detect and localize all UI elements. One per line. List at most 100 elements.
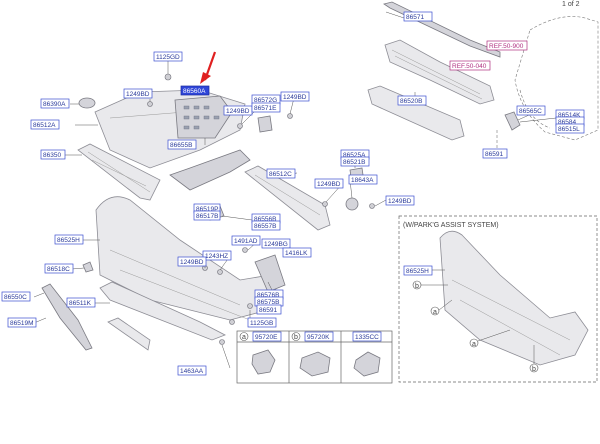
svg-text:86517B: 86517B: [196, 213, 218, 220]
svg-text:86565C: 86565C: [519, 108, 542, 115]
label-86519M[interactable]: 86519M: [7, 317, 37, 328]
label-1249BD-d[interactable]: 1249BD: [314, 178, 344, 189]
legend-cell-b: b 95720K: [291, 331, 334, 377]
label-86591-b[interactable]: 86591: [256, 304, 282, 315]
svg-text:86350: 86350: [43, 152, 61, 159]
svg-text:86514K: 86514K: [558, 112, 581, 119]
legend-cell-c: 1335CC: [352, 331, 382, 377]
svg-text:1249BD: 1249BD: [317, 181, 341, 188]
svg-text:86584: 86584: [558, 119, 576, 126]
svg-text:86575B: 86575B: [257, 299, 279, 306]
label-86525H-a[interactable]: 86525H: [54, 234, 84, 245]
label-86591-a[interactable]: 86591: [482, 148, 508, 159]
page-indicator: 1 of 2: [562, 1, 580, 8]
label-86390A[interactable]: 86390A: [40, 98, 70, 109]
grille-insert-86560A: [174, 95, 233, 139]
bumper-reinforcement-beam: [384, 39, 495, 105]
svg-text:86525H: 86525H: [57, 237, 80, 244]
label-86521B[interactable]: 86521B: [340, 156, 370, 167]
label-86512C[interactable]: 86512C: [266, 168, 296, 179]
svg-text:86525H: 86525H: [406, 268, 429, 275]
svg-text:86515L: 86515L: [558, 126, 580, 133]
label-1463AA[interactable]: 1463AA: [177, 365, 207, 376]
label-95720K[interactable]: 95720K: [304, 331, 334, 342]
svg-text:86655B: 86655B: [170, 142, 192, 149]
clip-icon: [353, 351, 381, 377]
svg-text:1249BD: 1249BD: [226, 108, 250, 115]
label-1249BD-b[interactable]: 1249BD: [223, 105, 253, 116]
label-86557B[interactable]: 86557B: [251, 220, 281, 231]
svg-text:REF.50-900: REF.50-900: [489, 43, 524, 50]
svg-text:1249BG: 1249BG: [264, 241, 288, 248]
label-1416LK[interactable]: 1416LK: [282, 247, 312, 258]
label-86520B[interactable]: 86520B: [397, 95, 427, 106]
label-1249BD-c[interactable]: 1249BD: [280, 91, 310, 102]
svg-text:1335CC: 1335CC: [355, 334, 379, 341]
label-86571[interactable]: 86571: [403, 11, 433, 22]
svg-text:18643A: 18643A: [351, 177, 374, 184]
label-86575B[interactable]: 86575B: [254, 296, 284, 307]
legend-cell-a: a 95720E: [239, 331, 282, 375]
svg-text:86571: 86571: [406, 14, 424, 21]
svg-text:b: b: [532, 366, 536, 373]
ref-50-900[interactable]: REF.50-900: [486, 40, 528, 51]
label-86515L[interactable]: 86515L: [555, 123, 585, 134]
svg-text:1463AA: 1463AA: [180, 368, 204, 375]
label-1335CC[interactable]: 1335CC: [352, 331, 382, 342]
svg-text:a: a: [433, 309, 437, 316]
svg-text:86576B: 86576B: [257, 292, 279, 299]
label-86565C[interactable]: 86565C: [516, 105, 546, 116]
svg-text:86571E: 86571E: [254, 105, 277, 112]
bracket-86571E: [257, 115, 273, 133]
svg-text:86550C: 86550C: [4, 294, 27, 301]
svg-text:b: b: [415, 283, 419, 290]
label-1125GB[interactable]: 1125GB: [247, 317, 277, 328]
svg-text:1249BD: 1249BD: [283, 94, 307, 101]
screw-1125GB: [229, 319, 235, 325]
label-86525H-b[interactable]: 86525H: [403, 265, 433, 276]
inset-callout-b-1: b: [412, 280, 448, 290]
svg-text:86591: 86591: [485, 151, 503, 158]
label-95720E[interactable]: 95720E: [252, 331, 282, 342]
svg-text:1243HZ: 1243HZ: [205, 253, 228, 260]
label-86571E[interactable]: 86571E: [251, 102, 281, 113]
svg-text:86525A: 86525A: [343, 152, 366, 159]
label-86512A[interactable]: 86512A: [30, 119, 60, 130]
label-86518C[interactable]: 86518C: [44, 263, 74, 274]
svg-text:86591: 86591: [259, 307, 277, 314]
svg-text:b: b: [294, 334, 298, 341]
fog-lamp-18643A: [345, 197, 359, 211]
label-1249BG[interactable]: 1249BG: [261, 238, 291, 249]
svg-text:86519M: 86519M: [10, 320, 34, 327]
svg-text:86521B: 86521B: [343, 159, 365, 166]
label-1125GD[interactable]: 1125GD: [153, 51, 183, 62]
svg-text:95720K: 95720K: [307, 334, 330, 341]
label-1249BD-f[interactable]: 1249BD: [177, 256, 207, 267]
small-clip-86518C: [82, 261, 94, 273]
label-86517B[interactable]: 86517B: [193, 210, 221, 221]
emblem: [78, 97, 96, 109]
label-1249BD-a[interactable]: 1249BD: [123, 88, 153, 99]
label-1243HZ[interactable]: 1243HZ: [202, 250, 232, 261]
svg-text:1249BD: 1249BD: [126, 91, 150, 98]
inset-callout-b-2: b: [529, 345, 539, 373]
label-18643A[interactable]: 18643A: [348, 174, 378, 185]
label-86560A[interactable]: 86560A: [180, 85, 210, 96]
svg-text:1249BD: 1249BD: [180, 259, 204, 266]
svg-text:86557B: 86557B: [254, 223, 276, 230]
ref-50-040[interactable]: REF.50-040: [449, 60, 491, 71]
sensor-holder-icon: [251, 349, 276, 375]
label-86550C[interactable]: 86550C: [1, 291, 31, 302]
svg-text:REF.50-040: REF.50-040: [452, 63, 487, 70]
parking-sensor-icon: [299, 351, 331, 377]
screw-1125GD: [164, 73, 172, 81]
label-1249BD-e[interactable]: 1249BD: [385, 195, 415, 206]
label-1491AD[interactable]: 1491AD: [231, 235, 261, 246]
inset-bumper-cover: [439, 230, 589, 366]
svg-text:86560A: 86560A: [183, 88, 206, 95]
label-86511K[interactable]: 86511K: [66, 297, 96, 308]
label-86655B[interactable]: 86655B: [167, 139, 197, 150]
svg-text:86556B: 86556B: [254, 216, 276, 223]
label-86350[interactable]: 86350: [40, 149, 66, 160]
